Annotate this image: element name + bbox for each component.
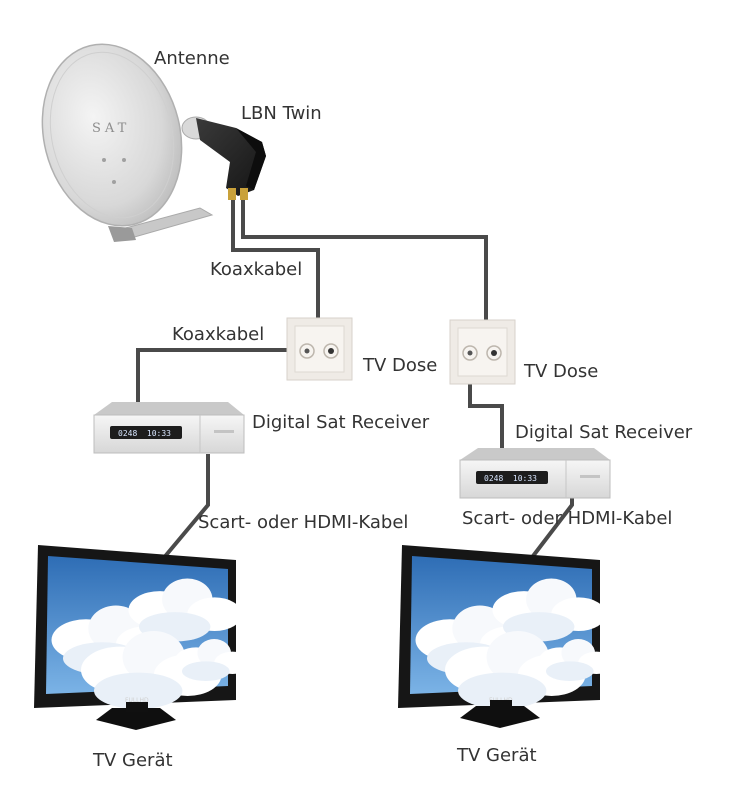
tv-left: FULLHD — [34, 545, 251, 730]
receiver-right-display: 0248 10:33 — [484, 474, 537, 483]
cable-left-receiver-to-tv — [160, 454, 210, 562]
cable-lnb-to-right-socket — [241, 198, 488, 345]
label-tv-socket-left: TV Dose — [363, 355, 438, 376]
sat-receiver-left: 0248 10:33 — [93, 402, 245, 454]
receiver-left-display: 0248 10:33 — [118, 429, 171, 438]
label-receiver-right: Digital Sat Receiver — [515, 422, 693, 443]
tv-socket-right — [449, 319, 516, 385]
cable-left-socket-to-receiver — [136, 348, 305, 410]
lnb-twin-device — [181, 116, 266, 200]
satellite-dish: SAT — [41, 43, 214, 242]
label-cable-left: Scart- oder HDMI-Kabel — [198, 512, 409, 533]
tv-socket-left — [286, 317, 353, 381]
cable-right-receiver-to-tv — [528, 498, 574, 562]
label-receiver-left: Digital Sat Receiver — [252, 412, 430, 433]
tv-left-brand: FULLHD — [125, 697, 149, 704]
label-coax-upper: Koaxkabel — [210, 259, 303, 280]
tv-right: FULLHD — [398, 545, 615, 728]
label-antenna: Antenne — [154, 48, 230, 69]
dish-brand-text: SAT — [92, 121, 130, 136]
label-tv-left: TV Gerät — [93, 750, 173, 771]
label-cable-right: Scart- oder HDMI-Kabel — [462, 508, 673, 529]
label-tv-socket-right: TV Dose — [524, 361, 599, 382]
label-lnb-twin: LBN Twin — [241, 103, 322, 124]
sat-receiver-right: 0248 10:33 — [459, 448, 611, 499]
label-coax-left: Koaxkabel — [172, 324, 265, 345]
label-tv-right: TV Gerät — [457, 745, 537, 766]
cable-lnb-to-left-socket — [231, 198, 320, 345]
